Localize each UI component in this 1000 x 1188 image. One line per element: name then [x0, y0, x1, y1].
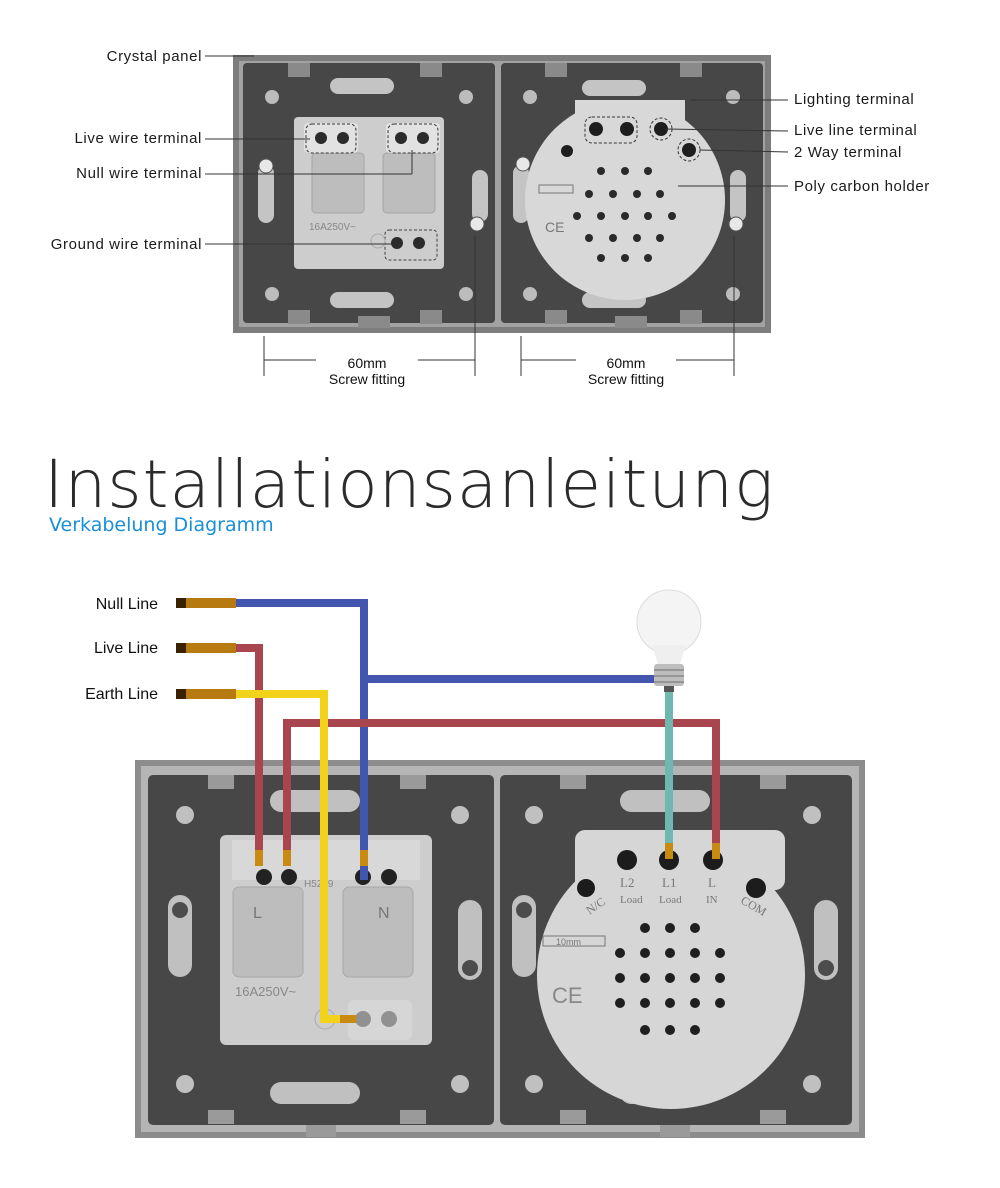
- vent-hole: [585, 190, 593, 198]
- vent-hole: [640, 973, 650, 983]
- vent-hole: [615, 948, 625, 958]
- vent-hole: [597, 167, 605, 175]
- dimension-left-caption: Screw fitting: [328, 371, 406, 387]
- switch-in-mark: IN: [706, 894, 718, 906]
- earth-line-label: Earth Line: [85, 686, 158, 703]
- light-bulb-icon: [636, 589, 702, 692]
- socket-code: H5209: [304, 879, 334, 890]
- dimension-right: 60mm Screw fitting: [576, 355, 676, 387]
- vent-hole: [690, 1025, 700, 1035]
- vent-hole: [665, 948, 675, 958]
- switch-l-mark: L: [708, 875, 716, 890]
- socket-n-mark: N: [378, 905, 390, 922]
- vent-hole: [644, 212, 652, 220]
- vent-hole: [585, 234, 593, 242]
- vent-hole: [644, 167, 652, 175]
- vent-hole: [665, 998, 675, 1008]
- vent-hole: [640, 948, 650, 958]
- vent-hole: [640, 998, 650, 1008]
- switch-l1-mark: L1: [662, 875, 676, 890]
- page-title: Installationsanleitung: [44, 446, 775, 523]
- live-line-wire: [236, 644, 263, 862]
- vent-hole: [690, 973, 700, 983]
- vent-hole: [690, 998, 700, 1008]
- live-line-switch-wire: [283, 719, 720, 862]
- vent-hole: [715, 998, 725, 1008]
- socket-rating: 16A250V~: [235, 984, 296, 999]
- dimension-right-caption: Screw fitting: [587, 371, 665, 387]
- vent-hole: [640, 923, 650, 933]
- vent-hole: [665, 923, 675, 933]
- vent-hole: [615, 973, 625, 983]
- vent-hole: [621, 167, 629, 175]
- vent-hole: [715, 973, 725, 983]
- vent-hole: [609, 234, 617, 242]
- bottom-switch-module: L2 L1 L Load Load IN COM N/C 10mm CE: [537, 830, 805, 1109]
- wire-ends: [176, 598, 720, 1023]
- null-line-wire: [236, 599, 368, 880]
- label-poly-carbon-holder: Poly carbon holder: [794, 178, 930, 195]
- switch-l2-mark: L2: [620, 875, 634, 890]
- vent-hole: [633, 234, 641, 242]
- switch-strip-mark: 10mm: [556, 937, 581, 947]
- switch-ce-mark: CE: [552, 983, 583, 1008]
- vent-hole: [690, 923, 700, 933]
- null-line-label: Null Line: [95, 596, 158, 613]
- earth-line-wire: [236, 690, 350, 1023]
- label-null-wire-terminal: Null wire terminal: [76, 165, 202, 182]
- vent-hole: [665, 973, 675, 983]
- vent-hole: [633, 190, 641, 198]
- top-switch-module: CE: [525, 100, 725, 300]
- vent-hole: [715, 948, 725, 958]
- vent-hole: [644, 254, 652, 262]
- vent-hole: [597, 212, 605, 220]
- label-crystal-panel: Crystal panel: [106, 48, 202, 65]
- vent-hole: [609, 190, 617, 198]
- label-ground-wire-terminal: Ground wire terminal: [50, 236, 202, 253]
- vent-hole: [573, 212, 581, 220]
- vent-hole: [668, 212, 676, 220]
- vent-hole: [656, 190, 664, 198]
- vent-hole: [656, 234, 664, 242]
- vent-hole: [640, 1025, 650, 1035]
- label-2-way-terminal: 2 Way terminal: [794, 144, 902, 161]
- switch-load-mark-2: Load: [659, 894, 682, 906]
- label-lighting-terminal: Lighting terminal: [794, 91, 915, 108]
- vent-hole: [690, 948, 700, 958]
- dimension-right-value: 60mm: [606, 355, 646, 371]
- dimension-left-value: 60mm: [347, 355, 387, 371]
- label-live-wire-terminal: Live wire terminal: [74, 130, 202, 147]
- svg-text:CE: CE: [545, 219, 564, 235]
- top-diagram: 16A250V~ CE: [205, 55, 789, 376]
- page-subtitle: Verkabelung Diagramm: [49, 514, 274, 536]
- vent-hole: [597, 254, 605, 262]
- live-line-label: Live Line: [93, 640, 158, 657]
- label-live-line-terminal: Live line terminal: [794, 122, 918, 139]
- switch-load-mark-1: Load: [620, 894, 643, 906]
- vent-hole: [665, 1025, 675, 1035]
- vent-hole: [615, 998, 625, 1008]
- vent-hole: [621, 254, 629, 262]
- socket-l-mark: L: [253, 905, 262, 922]
- svg-text:16A250V~: 16A250V~: [309, 222, 356, 233]
- dimension-left: 60mm Screw fitting: [316, 355, 418, 387]
- top-socket-module: 16A250V~: [294, 117, 444, 269]
- vent-hole: [621, 212, 629, 220]
